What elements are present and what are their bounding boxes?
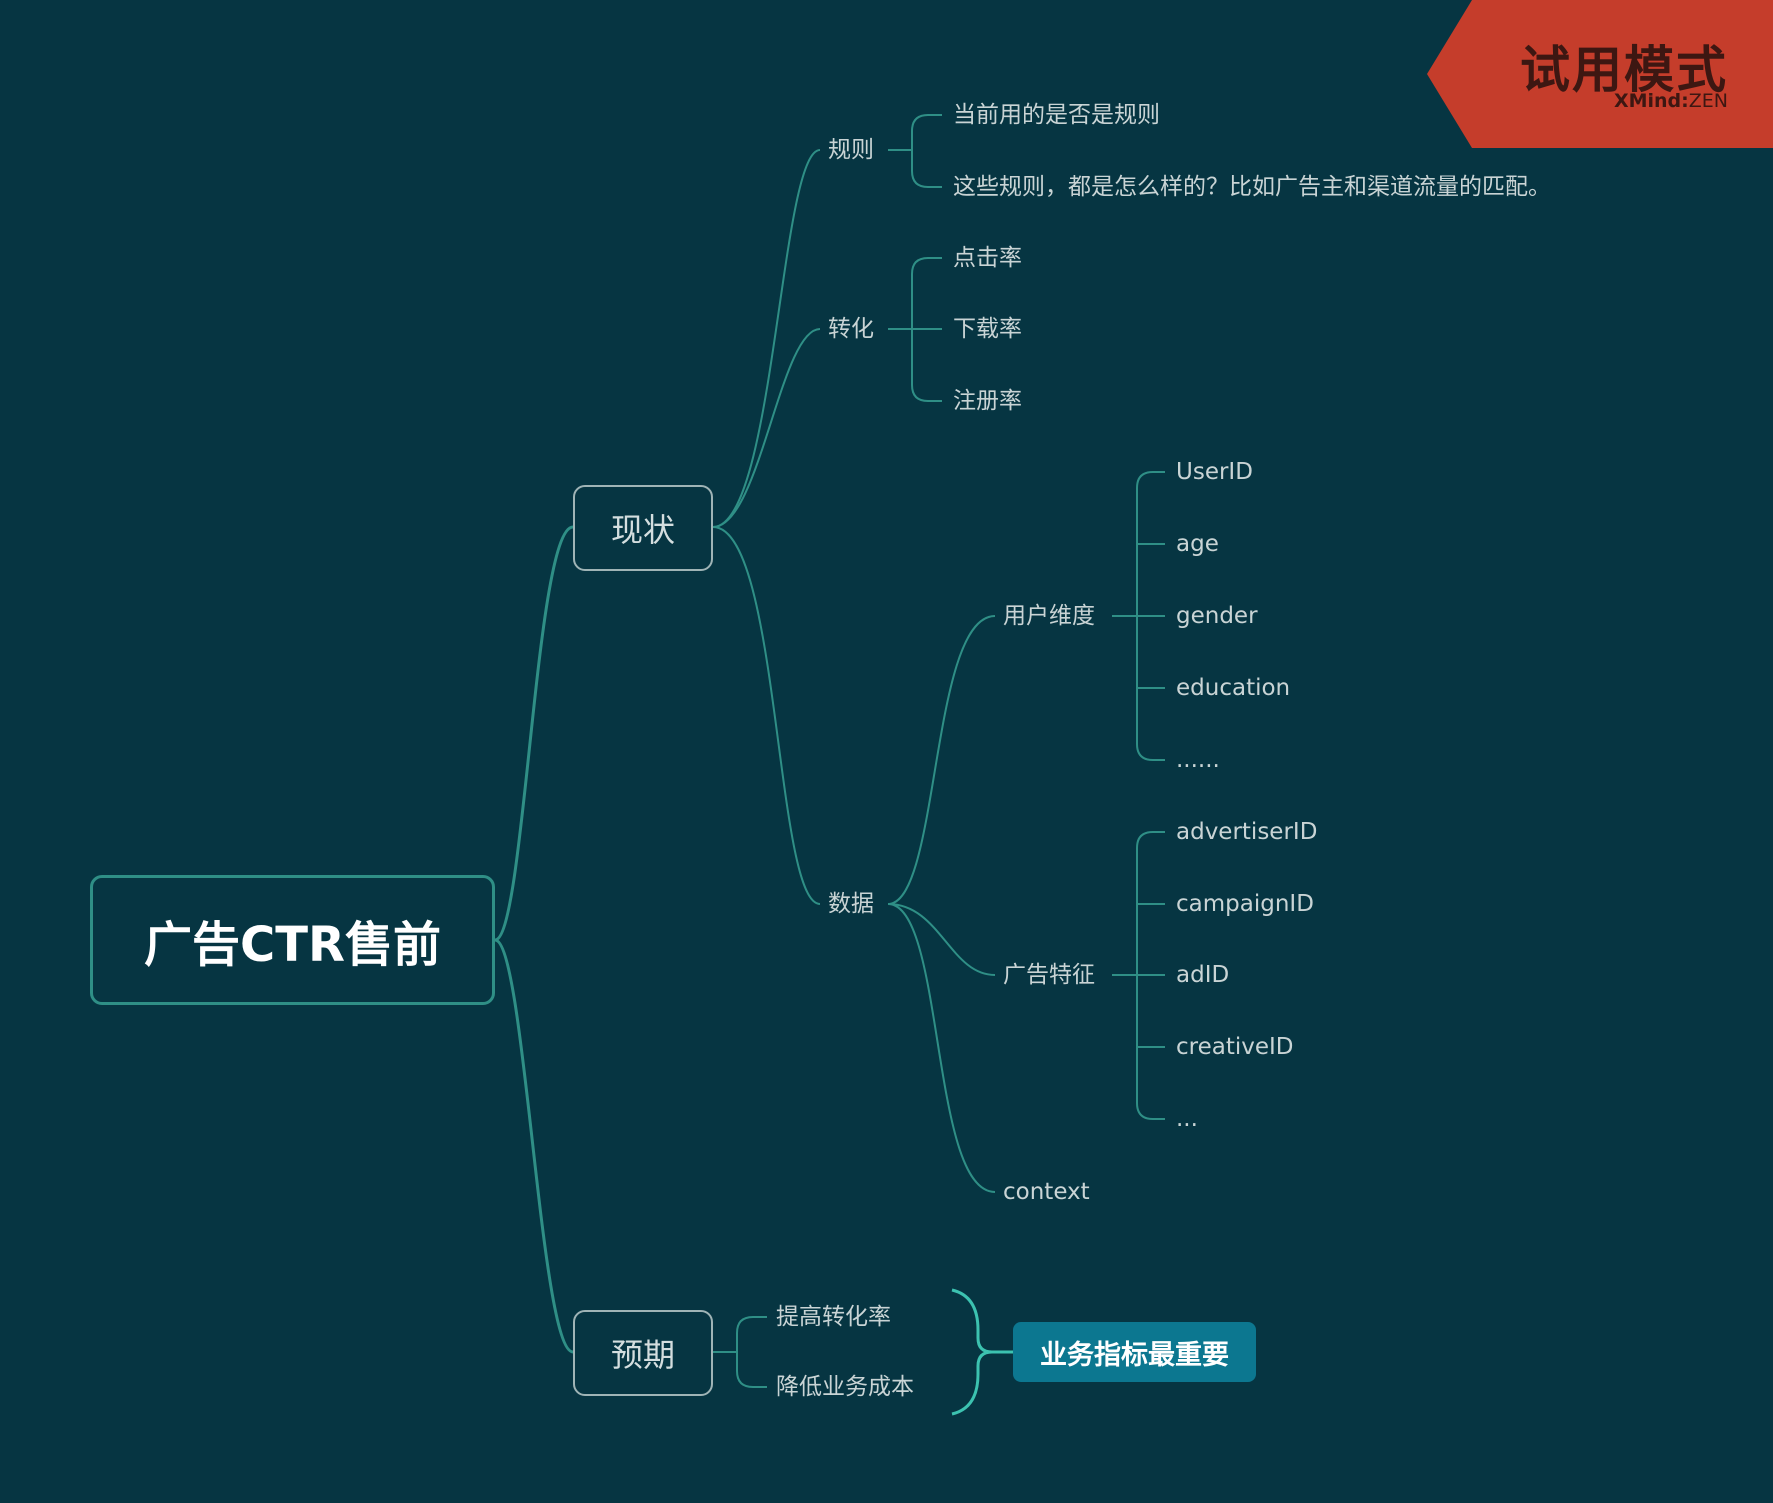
subtopic-zhuanhua[interactable]: 转化 <box>828 316 874 342</box>
leaf-user-5[interactable]: ...... <box>1176 747 1220 773</box>
connector-xianzhuang-guize <box>712 149 821 528</box>
leaf-user-3[interactable]: gender <box>1176 603 1258 629</box>
leaf-ad-3[interactable]: adID <box>1176 962 1230 988</box>
connector-guize-bracket <box>888 114 942 188</box>
connector-yuqi-bracket <box>713 1316 767 1388</box>
watermark-brand: XMind:ZEN <box>1614 90 1728 112</box>
central-topic[interactable]: 广告CTR售前 <box>90 875 495 1005</box>
leaf-user-4[interactable]: education <box>1176 675 1291 701</box>
summary-topic[interactable]: 业务指标最重要 <box>1013 1322 1256 1382</box>
leaf-yuqi-1[interactable]: 提高转化率 <box>776 1304 891 1330</box>
leaf-ad-1[interactable]: advertiserID <box>1176 819 1318 845</box>
watermark-edition: ZEN <box>1688 90 1728 112</box>
subtopic-user-dimension[interactable]: 用户维度 <box>1003 603 1095 629</box>
connector-central-xianzhuang <box>494 525 574 942</box>
connector-central-yuqi <box>494 938 574 1354</box>
connector-ad-bracket <box>1112 831 1165 1120</box>
leaf-guize-1[interactable]: 当前用的是否是规则 <box>953 102 1160 128</box>
subtopic-guize[interactable]: 规则 <box>828 137 874 163</box>
leaf-ad-5[interactable]: ... <box>1176 1106 1198 1132</box>
watermark-separator: : <box>1681 90 1689 112</box>
summary-brace <box>951 1288 993 1416</box>
leaf-yuqi-2[interactable]: 降低业务成本 <box>776 1374 914 1400</box>
leaf-ad-4[interactable]: creativeID <box>1176 1034 1294 1060</box>
watermark-title: 试用模式 <box>1520 41 1728 99</box>
subtopic-shuju[interactable]: 数据 <box>828 891 874 917</box>
topic-xianzhuang[interactable]: 现状 <box>573 485 713 571</box>
connector-shuju-context <box>887 903 996 1193</box>
trial-watermark: 试用模式 XMind:ZEN <box>1427 0 1773 148</box>
connector-user-bracket <box>1112 471 1165 761</box>
leaf-user-2[interactable]: age <box>1176 531 1219 557</box>
connector-xianzhuang-shuju <box>712 526 821 905</box>
leaf-zhuanhua-1[interactable]: 点击率 <box>953 245 1022 271</box>
leaf-user-1[interactable]: UserID <box>1176 459 1253 485</box>
connector-shuju-user <box>887 615 996 905</box>
leaf-zhuanhua-2[interactable]: 下载率 <box>953 316 1022 342</box>
subtopic-context[interactable]: context <box>1003 1179 1090 1205</box>
leaf-zhuanhua-3[interactable]: 注册率 <box>953 388 1022 414</box>
leaf-guize-2[interactable]: 这些规则，都是怎么样的？比如广告主和渠道流量的匹配。 <box>953 174 1551 200</box>
leaf-ad-2[interactable]: campaignID <box>1176 891 1314 917</box>
subtopic-ad-feature[interactable]: 广告特征 <box>1003 962 1095 988</box>
connector-zhuanhua-bracket <box>888 257 942 402</box>
watermark-brand-name: XMind <box>1613 90 1682 112</box>
connector-shuju-ad <box>887 903 996 976</box>
connector-xianzhuang-zhuanhua <box>712 328 821 528</box>
topic-yuqi[interactable]: 预期 <box>573 1310 713 1396</box>
watermark-ribbon <box>1427 0 1773 148</box>
